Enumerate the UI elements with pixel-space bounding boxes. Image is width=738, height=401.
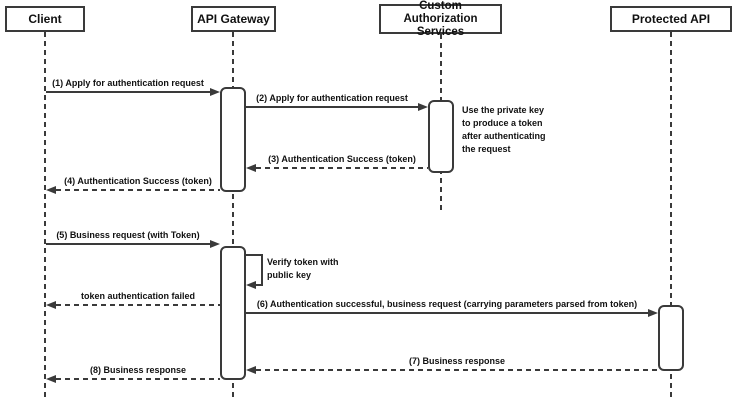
activation-protected-api	[658, 305, 684, 371]
message-8-arrowhead-icon	[46, 375, 56, 383]
activation-api-gateway-auth	[220, 87, 246, 192]
participant-client: Client	[5, 6, 85, 32]
participant-protected-api-label: Protected API	[631, 11, 711, 26]
message-1-line	[46, 91, 210, 93]
message-8-label: (8) Business response	[89, 365, 187, 375]
message-2-arrowhead-icon	[418, 103, 428, 111]
message-5-arrowhead-icon	[210, 240, 220, 248]
message-3-arrowhead-icon	[246, 164, 256, 172]
participant-protected-api: Protected API	[610, 6, 732, 32]
message-4-line	[56, 189, 220, 191]
message-failed-label: token authentication failed	[80, 291, 195, 301]
self-message-right-line	[261, 254, 263, 286]
self-message-arrowhead-icon	[246, 281, 256, 289]
participant-client-label: Client	[28, 11, 62, 26]
activation-api-gateway-business	[220, 246, 246, 380]
activation-custom-auth-services	[428, 100, 454, 173]
message-2-label: (2) Apply for authentication request	[256, 93, 408, 103]
message-6-line	[246, 312, 648, 314]
message-8-line	[56, 378, 220, 380]
message-failed-arrowhead-icon	[46, 301, 56, 309]
participant-custom-auth-services-label: Custom Authorization Services	[403, 0, 478, 38]
message-2-line	[246, 106, 418, 108]
message-5-label: (5) Business request (with Token)	[56, 230, 200, 240]
message-6-label: (6) Authentication successful, business …	[256, 299, 638, 309]
message-1-arrowhead-icon	[210, 88, 220, 96]
participant-custom-auth-services: Custom Authorization Services	[379, 0, 502, 38]
self-message-bottom-line	[256, 284, 263, 286]
message-4-label: (4) Authentication Success (token)	[64, 176, 212, 186]
message-failed-line	[56, 304, 220, 306]
message-3-label: (3) Authentication Success (token)	[268, 154, 416, 164]
message-7-line	[256, 369, 658, 371]
message-4-arrowhead-icon	[46, 186, 56, 194]
message-5-line	[46, 243, 210, 245]
message-6-arrowhead-icon	[648, 309, 658, 317]
note-private-key: Use the private key to produce a token a…	[462, 105, 546, 154]
self-message-label: Verify token with public key	[267, 257, 339, 280]
message-3-line	[256, 167, 428, 169]
message-7-arrowhead-icon	[246, 366, 256, 374]
lifeline-protected-api	[670, 32, 672, 398]
message-1-label: (1) Apply for authentication request	[52, 78, 204, 88]
participant-api-gateway-label: API Gateway	[197, 11, 270, 26]
message-7-label: (7) Business response	[408, 356, 506, 366]
participant-api-gateway: API Gateway	[191, 6, 276, 32]
lifeline-api-gateway	[232, 32, 234, 398]
self-message-top-line	[246, 254, 263, 256]
lifeline-client	[44, 32, 46, 398]
